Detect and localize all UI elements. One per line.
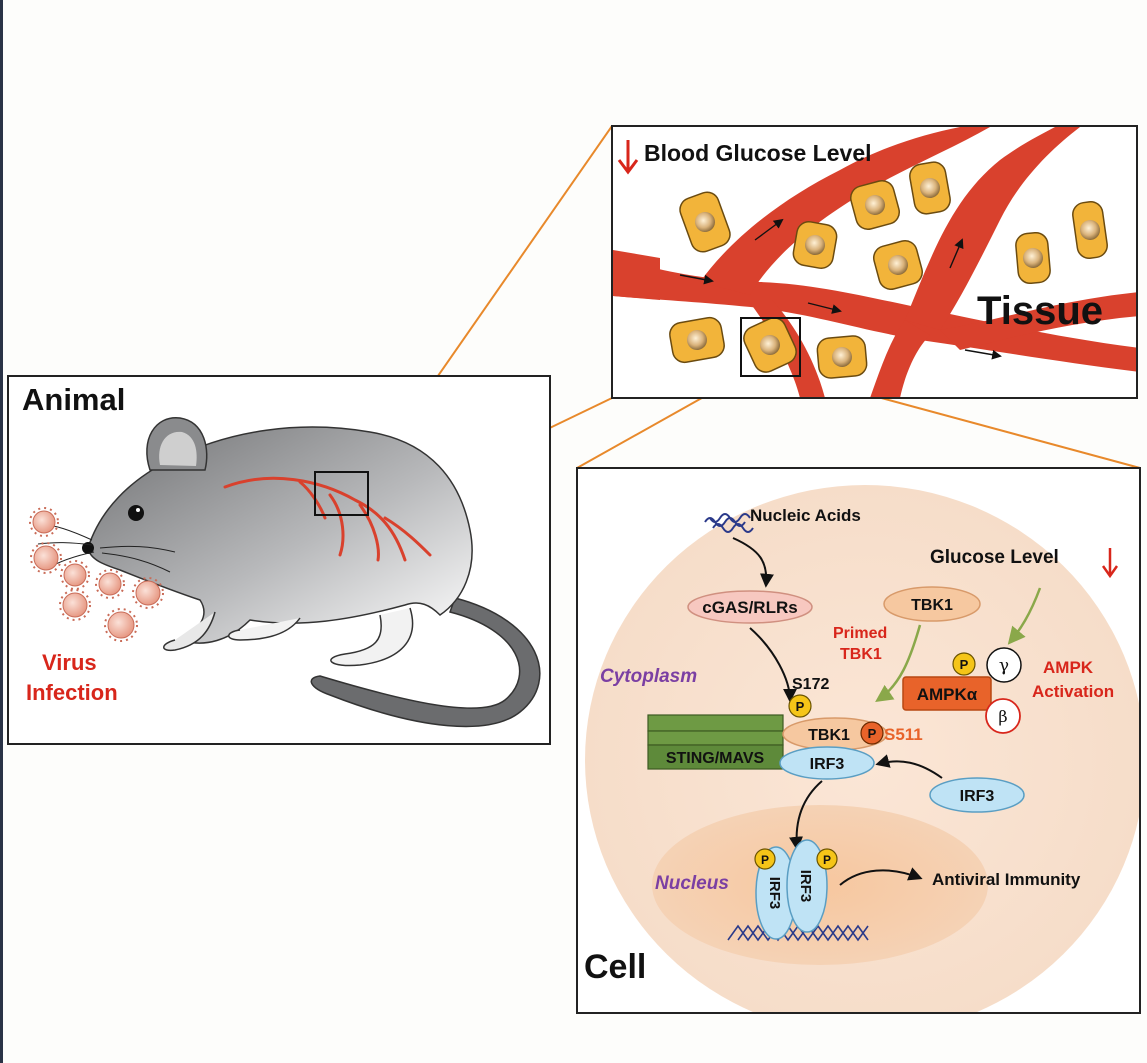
ampk-activation-line1: AMPK xyxy=(1043,658,1094,677)
arrow-tbk1-primed xyxy=(875,624,922,702)
tbk1-free-label: TBK1 xyxy=(911,597,953,614)
virus-label-line1: Virus xyxy=(42,650,97,675)
irf3-dimer-label-b: IRF3 xyxy=(797,870,814,903)
glucose-down-arrow-icon xyxy=(617,140,639,175)
beta-label: β xyxy=(998,707,1007,726)
ampk-complex: AMPKα γ β P xyxy=(902,647,1022,734)
tissue-panel-title: Tissue xyxy=(977,289,1103,333)
irf3-dimer-label-a: IRF3 xyxy=(766,877,783,910)
gamma-label: γ xyxy=(999,656,1009,676)
mouse-tail xyxy=(310,597,541,728)
animal-panel-title: Animal xyxy=(22,382,125,417)
s172-p-label: P xyxy=(796,699,805,714)
ampk-activation-line2: Activation xyxy=(1032,682,1114,701)
irf3-free-label: IRF3 xyxy=(960,788,995,805)
irf3-dimer: IRF3 IRF3 P P xyxy=(754,839,838,940)
nucleus-label: Nucleus xyxy=(655,873,729,894)
animal-panel: Animal xyxy=(7,375,551,745)
tissue-zoom-box xyxy=(740,317,801,377)
blood-glucose-label: Blood Glucose Level xyxy=(644,140,872,166)
glucose-level-label: Glucose Level xyxy=(930,547,1059,568)
tissue-cells xyxy=(669,161,1108,379)
irf3-bound-label: IRF3 xyxy=(810,756,845,773)
sting-mavs-label: STING/MAVS xyxy=(666,750,765,767)
s172-label: S172 xyxy=(792,676,829,693)
cytoplasm-label: Cytoplasm xyxy=(600,666,697,687)
mouse-eye xyxy=(128,505,144,521)
sting-mavs-stack: STING/MAVS xyxy=(647,714,784,770)
cgas-rlrs-label: cGAS/RLRs xyxy=(702,598,797,617)
arrow-irf3-to-nucleus xyxy=(789,780,823,851)
ampk-alpha-label: AMPKα xyxy=(917,685,978,704)
s511-label: S511 xyxy=(884,725,923,744)
mouse-zoom-box xyxy=(314,471,369,516)
ampk-p-label: P xyxy=(960,657,969,672)
arrow-irf3-recruit xyxy=(875,754,943,779)
s511-p-label: P xyxy=(868,726,877,741)
nucleic-acid-icon xyxy=(704,513,754,533)
primed-tbk1-line2: TBK1 xyxy=(840,646,882,663)
arrow-to-antiviral xyxy=(839,867,923,886)
ampk-gamma-subunit xyxy=(986,647,1022,683)
cgas-rlrs-node xyxy=(687,590,813,624)
ampk-alpha-node xyxy=(902,676,992,711)
primed-tbk1-line1: Primed xyxy=(833,625,887,642)
irf3-p-label-a: P xyxy=(761,853,769,867)
irf3-bound-node xyxy=(779,746,875,780)
arrow-nucleic-to-cgas xyxy=(732,537,774,588)
antiviral-immunity-label: Antiviral Immunity xyxy=(932,870,1081,889)
irf3-p-label-b: P xyxy=(823,853,831,867)
cell-panel: Nucleic Acids cGAS/RLRs Cytoplasm Glucos… xyxy=(576,467,1141,1014)
nucleic-acids-label: Nucleic Acids xyxy=(750,506,861,525)
irf3-phospho-icon-a xyxy=(754,848,776,870)
mouse-body xyxy=(87,426,473,644)
tissue-vessels xyxy=(613,127,1136,397)
virus-particles xyxy=(29,507,164,642)
arrow-glucose-to-ampk xyxy=(1007,587,1042,645)
tbk1-free-node xyxy=(883,586,981,622)
glucose-level-down-arrow-icon xyxy=(1101,548,1119,579)
irf3-phospho-icon-b xyxy=(816,848,838,870)
virus-label-line2: Infection xyxy=(26,680,118,705)
tbk1-complex-label: TBK1 xyxy=(808,727,850,744)
s511-phospho-icon xyxy=(860,721,884,745)
irf3-free-node xyxy=(929,777,1025,813)
ampk-beta-subunit xyxy=(985,698,1021,734)
ampk-phospho-icon xyxy=(952,652,976,676)
arrow-cgas-to-tbk1 xyxy=(749,627,797,703)
tissue-panel: Blood Glucose Level Tissue xyxy=(611,125,1138,399)
cell-panel-title: Cell xyxy=(584,948,646,986)
left-edge-bar xyxy=(0,0,3,1063)
s172-phospho-icon xyxy=(788,694,812,718)
